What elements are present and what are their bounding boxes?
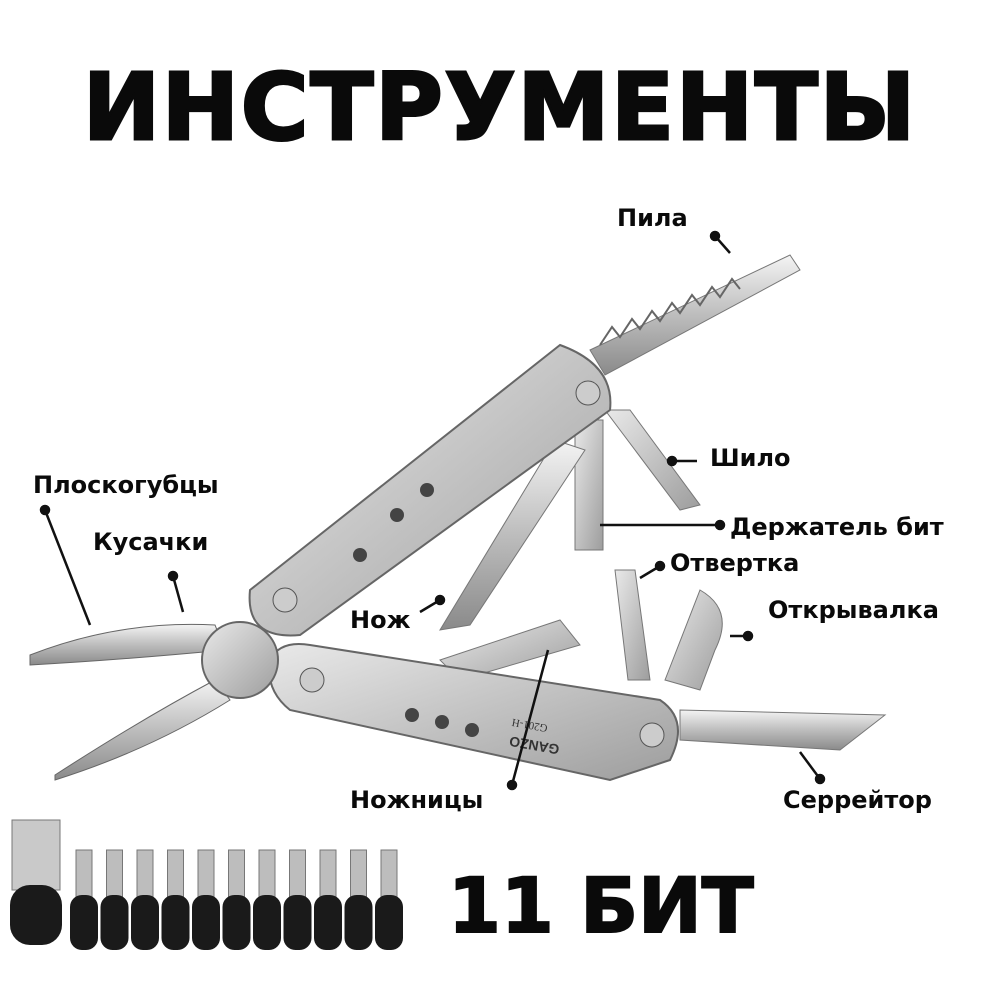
bit-sleeve [344, 895, 373, 950]
label-awl: Шило [710, 444, 791, 472]
bit [319, 849, 337, 901]
bit [350, 849, 367, 901]
page-title: ИНСТРУМЕНТЫ [81, 54, 918, 161]
saw-teeth [599, 277, 741, 346]
screwdriver [614, 569, 651, 681]
bit [136, 849, 154, 901]
serrator-blade [679, 709, 887, 751]
bit-holder [574, 419, 604, 551]
label-saw: Пила [617, 204, 688, 232]
pliers-pivot [201, 621, 279, 699]
label-serrator: Серрейтор [783, 786, 932, 814]
bit [228, 849, 245, 901]
bit-holder-base [10, 885, 62, 945]
lower-handle [268, 643, 679, 782]
label-opener: Открывалка [768, 596, 939, 624]
bit [197, 849, 215, 901]
leader-lines [39, 230, 826, 791]
bit [106, 849, 123, 901]
bit-sleeve [70, 895, 98, 950]
bit-extension [11, 819, 61, 891]
bit-sleeve [314, 895, 342, 950]
bit-sleeve [375, 895, 403, 950]
label-knife: Нож [350, 606, 411, 634]
pliers-jaw-lower [54, 679, 231, 781]
knife-blade [439, 439, 586, 631]
bit-sleeve [283, 895, 312, 950]
label-scissors: Ножницы [350, 786, 484, 814]
bit-sleeve [253, 895, 281, 950]
bit [167, 849, 184, 901]
label-cutters: Кусачки [93, 528, 209, 556]
opener [664, 589, 723, 691]
bit-sleeve [222, 895, 251, 950]
saw-blade [589, 254, 801, 376]
bit [289, 849, 306, 901]
bit [258, 849, 276, 901]
bit [380, 849, 398, 901]
bits-caption: 11 БИТ [447, 861, 755, 950]
label-bit-holder: Держатель бит [730, 513, 944, 541]
bit-sleeve [192, 895, 220, 950]
label-pliers: Плоскогубцы [33, 471, 219, 499]
awl [604, 409, 701, 511]
bit [75, 849, 93, 901]
label-screwdriver: Отвертка [670, 549, 800, 577]
bit-sleeve [131, 895, 159, 950]
bit-sleeve [100, 895, 129, 950]
bit-sleeve [161, 895, 190, 950]
